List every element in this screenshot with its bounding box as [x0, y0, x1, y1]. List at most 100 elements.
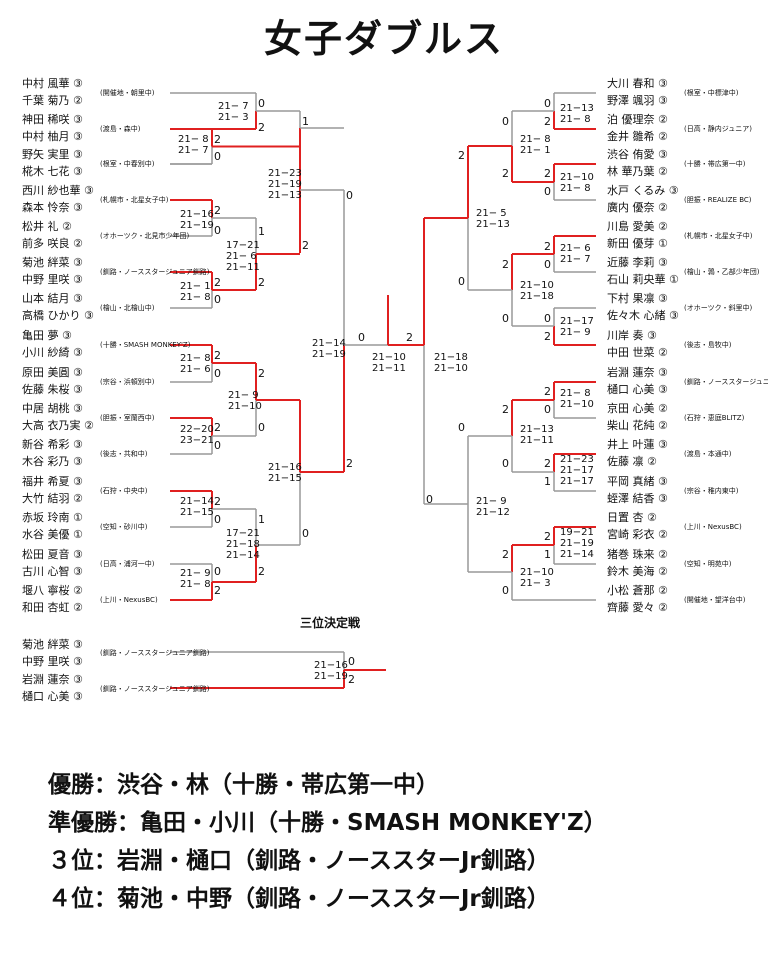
match-points: 0 [426, 493, 433, 506]
player-name: 椛木 七花 ③ [22, 165, 83, 178]
player-name: 野矢 実里 ③ [22, 148, 83, 161]
player-name: 大高 衣乃実 ② [22, 419, 94, 432]
third-place-title: 三位決定戦 [300, 616, 361, 630]
player-name: 亀田 夢 ③ [22, 329, 72, 342]
match-points: 0 [502, 457, 509, 470]
match-points: 0 [214, 565, 221, 578]
team-name: (石狩・中央中) [100, 487, 148, 495]
match-score: 21−16 21−19 [314, 660, 348, 682]
result-third: ３位：岩淵・樋口（釧路・ノーススターJr釧路） [48, 848, 550, 874]
match-points: 2 [544, 115, 551, 128]
match-points: 0 [348, 655, 355, 668]
team-name: (オホーツク・斜里中) [684, 304, 753, 312]
match-score: 21− 8 21− 7 [178, 134, 209, 156]
match-points: 2 [214, 584, 221, 597]
player-name: 近藤 李莉 ③ [607, 256, 668, 269]
player-name: 中野 里咲 ③ [22, 273, 83, 286]
player-name: 松井 礼 ② [22, 220, 72, 233]
team-name: (胆振・REALIZE BC) [684, 196, 752, 204]
match-score: 21− 8 21− 1 [520, 134, 551, 156]
match-score: 21−10 21−18 [520, 280, 554, 302]
player-name: 千葉 菊乃 ② [22, 94, 83, 107]
bracket-lines [170, 92, 596, 689]
player-name: 廣内 優奈 ② [607, 201, 668, 214]
team-name: (渡島・本通中) [684, 450, 732, 458]
match-score: 21−23 21−19 21−13 [268, 168, 302, 201]
match-points: 0 [214, 513, 221, 526]
team-name: (日高・浦河一中) [100, 560, 155, 568]
match-points: 2 [544, 167, 551, 180]
result-fourth: ４位：菊池・中野（釧路・ノーススターJr釧路） [48, 886, 550, 912]
match-points: 0 [502, 312, 509, 325]
match-score: 21− 5 21−13 [476, 208, 510, 230]
match-score: 21− 1 21− 8 [180, 281, 211, 303]
match-points: 2 [258, 565, 265, 578]
match-score: 21−13 21− 8 [560, 103, 594, 125]
match-score: 21−10 21− 8 [560, 172, 594, 194]
player-name: 新田 優芽 ① [607, 237, 668, 250]
player-name: 平岡 真緒 ③ [607, 475, 668, 488]
team-name: (上川・NexusBC) [100, 596, 158, 604]
player-name: 林 華乃葉 ② [607, 165, 668, 178]
player-name: 柴山 花純 ② [607, 419, 668, 432]
player-name: 神田 稀咲 ③ [22, 113, 83, 126]
match-score: 21− 9 21−12 [476, 496, 510, 518]
page-title: 女子ダブルス [263, 17, 504, 61]
player-name: 松田 夏音 ③ [22, 548, 83, 561]
player-name: 木谷 彩乃 ③ [22, 455, 83, 468]
player-name: 新谷 希彩 ③ [22, 438, 83, 451]
player-name: 中村 風華 ③ [22, 77, 83, 90]
player-name: 石山 莉央華 ① [607, 273, 679, 286]
player-name: 小川 紗綺 ③ [22, 346, 83, 359]
team-name: (十勝・SMASH MONKEY'Z) [100, 341, 191, 349]
team-name: (檜山・鶉・乙部少年団) [684, 268, 760, 276]
match-points: 0 [258, 97, 265, 110]
team-name: (上川・NexusBC) [684, 523, 742, 531]
player-name: 佐藤 凛 ② [607, 455, 657, 468]
match-points: 1 [302, 115, 309, 128]
team-name: (日高・静内ジュニア) [684, 125, 752, 133]
player-name: 金井 雛希 ② [607, 130, 668, 143]
match-points: 2 [258, 121, 265, 134]
player-name: 齊藤 愛々 ② [607, 601, 668, 614]
player-name: 中村 柚月 ③ [22, 130, 83, 143]
match-points: 0 [214, 439, 221, 452]
match-points: 2 [406, 331, 413, 344]
match-points: 2 [502, 167, 509, 180]
player-name: 大竹 結羽 ② [22, 492, 83, 505]
team-name: (札幌市・北星女子中) [684, 232, 753, 240]
result-champion: 優勝：渋谷・林（十勝・帯広第一中） [48, 772, 439, 798]
match-points: 0 [258, 421, 265, 434]
team-name: (宗谷・稚内東中) [684, 487, 739, 495]
player-name: 水谷 美優 ① [22, 528, 83, 541]
match-points: 2 [348, 673, 355, 686]
match-points: 2 [214, 349, 221, 362]
match-points: 2 [214, 276, 221, 289]
match-score: 21− 9 21−10 [228, 390, 262, 412]
match-points: 0 [214, 224, 221, 237]
match-points: 2 [258, 276, 265, 289]
team-name: (空知・明苑中) [684, 560, 732, 568]
player-name: 堰八 寧桜 ② [22, 584, 83, 597]
match-points: 0 [544, 185, 551, 198]
match-points: 0 [458, 421, 465, 434]
result-runner-up: 準優勝：亀田・小川（十勝・SMASH MONKEY'Z） [48, 810, 607, 836]
player-name: 井上 叶蓮 ③ [607, 438, 668, 451]
player-name: 岩淵 蓮奈 ③ [607, 366, 668, 379]
match-points: 1 [258, 513, 265, 526]
team-name: (檜山・北檜山中) [100, 304, 155, 312]
player-name: 中野 里咲 ③ [22, 655, 83, 668]
player-name: 泊 優理奈 ② [607, 113, 668, 126]
player-name: 樋口 心美 ③ [607, 383, 668, 396]
match-points: 2 [214, 133, 221, 146]
match-points: 0 [502, 115, 509, 128]
match-points: 0 [544, 258, 551, 271]
player-name: 日置 杏 ② [607, 511, 657, 524]
match-score: 22−20 23−21 [180, 424, 214, 446]
player-name: 岩淵 蓮奈 ③ [22, 673, 83, 686]
match-points: 0 [214, 293, 221, 306]
team-name: (後志・共和中) [100, 450, 148, 458]
match-points: 0 [214, 367, 221, 380]
match-score: 21−10 21− 3 [520, 567, 554, 589]
match-points: 1 [544, 475, 551, 488]
